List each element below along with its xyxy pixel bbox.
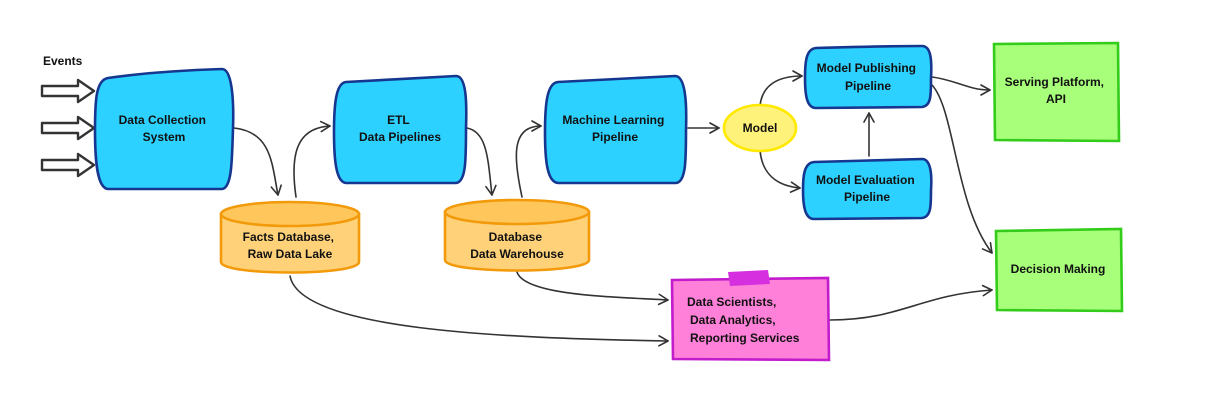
etl-label: ETL Data Pipelines xyxy=(359,113,441,144)
node-model[interactable]: Model xyxy=(722,103,798,153)
edge-warehouse-to-ml xyxy=(515,120,542,198)
node-facts-database[interactable]: Facts Database, Raw Data Lake xyxy=(219,200,361,274)
node-data-collection[interactable]: Data Collection System xyxy=(93,67,235,191)
edge-publishing-to-serving xyxy=(931,76,991,96)
node-data-scientists[interactable]: Data Scientists, Data Analytics, Reporti… xyxy=(670,270,831,362)
edge-collection-to-facts xyxy=(233,127,282,196)
events-input: Events xyxy=(40,54,96,178)
node-model-publishing[interactable]: Model Publishing Pipeline xyxy=(803,44,933,110)
edge-facts-to-consumers xyxy=(289,275,669,347)
model-evaluation-label: Model Evaluation Pipeline xyxy=(816,173,918,204)
tape-decoration xyxy=(728,270,770,286)
events-label: Events xyxy=(43,54,83,68)
node-decision-making[interactable]: Decision Making xyxy=(994,227,1124,313)
input-arrow-2 xyxy=(40,115,96,141)
serving-platform-label: Serving Platform, API xyxy=(1005,75,1108,106)
input-arrow-3 xyxy=(40,152,96,178)
ml-pipeline-label: Machine Learning Pipeline xyxy=(562,113,667,144)
decision-making-label: Decision Making xyxy=(1011,262,1106,276)
node-etl[interactable]: ETL Data Pipelines xyxy=(332,74,468,185)
edge-model-to-publishing xyxy=(759,70,803,107)
model-label: Model xyxy=(743,121,778,135)
node-serving-platform[interactable]: Serving Platform, API xyxy=(992,41,1121,143)
input-arrow-1 xyxy=(40,78,96,104)
node-data-warehouse[interactable]: Database Data Warehouse xyxy=(443,198,591,272)
edge-warehouse-to-consumers xyxy=(516,271,669,306)
data-collection-label: Data Collection System xyxy=(119,113,210,144)
model-publishing-label: Model Publishing Pipeline xyxy=(817,61,920,93)
facts-database-label: Facts Database, Raw Data Lake xyxy=(243,230,338,261)
edge-model-to-evaluation xyxy=(759,149,801,193)
edge-consumers-to-decision xyxy=(829,284,993,321)
data-scientists-label: Data Scientists, Data Analytics, Reporti… xyxy=(687,295,800,345)
node-model-evaluation[interactable]: Model Evaluation Pipeline xyxy=(801,157,933,221)
edges xyxy=(233,70,993,347)
edge-publishing-to-decision xyxy=(931,84,993,254)
edge-etl-to-warehouse xyxy=(466,127,497,196)
data-warehouse-label: Database Data Warehouse xyxy=(470,230,564,261)
node-ml-pipeline[interactable]: Machine Learning Pipeline xyxy=(543,74,688,185)
edge-facts-to-etl xyxy=(293,120,331,198)
